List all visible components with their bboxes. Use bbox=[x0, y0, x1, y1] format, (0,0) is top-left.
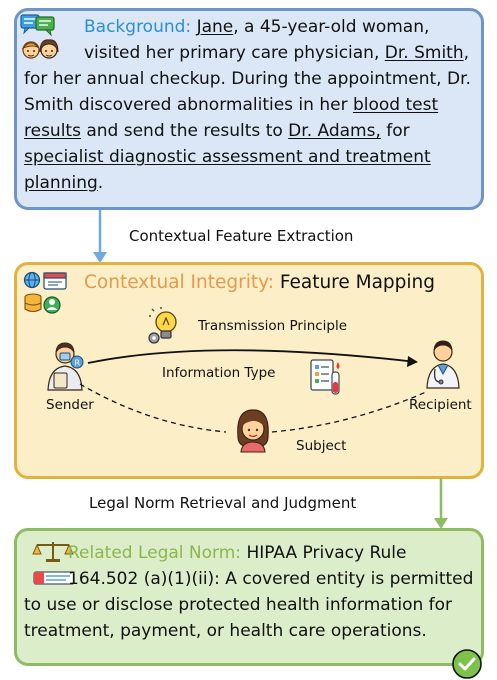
legal-norm-text: Related Legal Norm: HIPAA Privacy Rule 16… bbox=[24, 540, 476, 644]
flow-arrow-down bbox=[93, 210, 107, 263]
flow-arrow-down bbox=[434, 478, 448, 529]
svg-text:R: R bbox=[75, 359, 81, 368]
patient-name: Jane bbox=[196, 17, 234, 37]
sender-label: Sender bbox=[46, 397, 94, 413]
checkmark-icon bbox=[452, 649, 482, 679]
information-type-label: Information Type bbox=[162, 365, 276, 381]
chat-icon bbox=[20, 14, 55, 37]
doctor-icon bbox=[426, 340, 460, 389]
book-icon bbox=[33, 571, 75, 585]
background-heading: Background: bbox=[84, 17, 192, 37]
contextual-title: Contextual Integrity: Feature Mapping bbox=[84, 272, 436, 293]
step-legal-norm: Legal Norm Retrieval and Judgment bbox=[89, 494, 357, 512]
idea-gear-icon bbox=[148, 307, 177, 344]
blood-test-results: blood test results bbox=[24, 95, 439, 141]
step-feature-extraction: Contextual Feature Extraction bbox=[129, 227, 354, 245]
scale-icon bbox=[32, 542, 74, 562]
specialist-name: Dr. Adams, bbox=[288, 121, 381, 141]
purpose: specialist diagnostic assessment and tre… bbox=[24, 147, 431, 193]
doctor-icon: R bbox=[47, 342, 84, 391]
subject-label: Subject bbox=[296, 438, 347, 454]
legal-norm-panel bbox=[14, 528, 484, 666]
woman-icon bbox=[237, 409, 269, 453]
doctor-name: Dr. Smith bbox=[384, 43, 464, 63]
background-panel bbox=[14, 8, 484, 210]
background-text: Background: Jane, a 45-year-old woman,vi… bbox=[24, 17, 471, 193]
legal-section: 164.502 (a)(1)(ii): A covered entity is … bbox=[24, 569, 474, 641]
people-icon bbox=[21, 39, 59, 59]
transmission-principle-label: Transmission Principle bbox=[198, 318, 348, 334]
legal-rule: HIPAA Privacy Rule bbox=[246, 543, 407, 563]
legal-heading: Related Legal Norm: bbox=[68, 543, 242, 563]
recipient-label: Recipient bbox=[409, 397, 472, 413]
data-icon bbox=[23, 271, 67, 314]
report-icon bbox=[310, 359, 340, 395]
